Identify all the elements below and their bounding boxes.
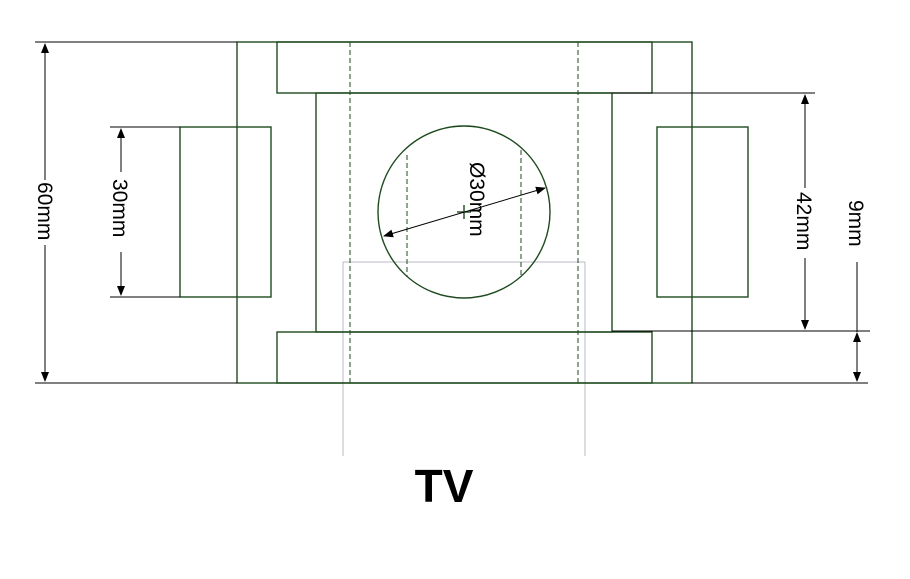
flange-thickness-dimension: [692, 262, 868, 384]
view-label: TV: [415, 460, 474, 512]
side-block-height-label: 30mm: [108, 179, 131, 237]
side-block-height-dimension: [110, 126, 180, 298]
right-side-block: [656, 126, 749, 298]
center-block: [315, 92, 613, 333]
overall-height-dimension: [35, 41, 237, 384]
inner-height-label: 42mm: [792, 192, 815, 250]
inner-height-dimension: [612, 92, 870, 332]
top-flange: [276, 41, 653, 94]
left-side-block: [179, 126, 272, 298]
flange-thickness-label: 9mm: [844, 200, 867, 247]
diameter-dimension-line: [383, 186, 546, 238]
bore-circle: [377, 125, 551, 299]
bottom-flange: [276, 331, 653, 384]
construction-frame: [342, 261, 586, 456]
bore-diameter-label: Ø30mm: [465, 162, 488, 237]
outer-body: [236, 41, 693, 384]
overall-height-label: 60mm: [33, 182, 56, 240]
